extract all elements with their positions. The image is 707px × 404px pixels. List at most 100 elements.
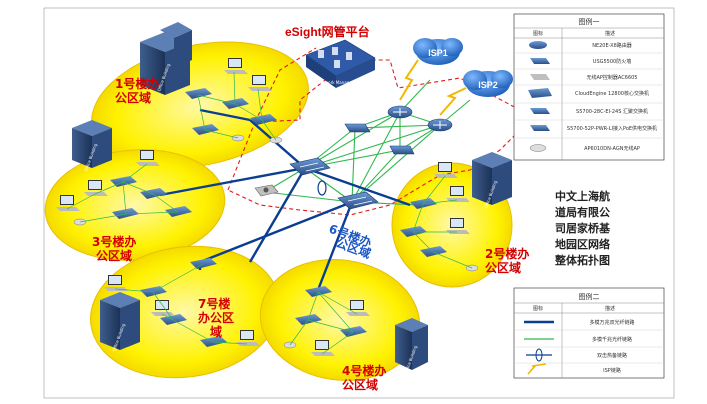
poe-switch-icon xyxy=(222,98,249,109)
isp1-cloud: ISP1 xyxy=(413,38,463,65)
router-icon xyxy=(427,118,453,132)
legend1-row: S5700-52P-PWR-LI接入PoE供电交换机 xyxy=(530,125,657,132)
esight-server: Network Management xyxy=(305,39,376,88)
pc-icon xyxy=(446,186,470,202)
isp1-label: ISP1 xyxy=(428,48,448,58)
access-switch-icon xyxy=(389,145,415,155)
zone7-label-line1: 7号楼 xyxy=(198,296,230,311)
zone2-devices xyxy=(400,152,512,272)
zone3-label-line2: 公区域 xyxy=(96,248,132,263)
legend2-row: ISP链路 xyxy=(527,363,621,375)
pc-icon xyxy=(248,75,272,91)
legend2-row: 双击热备链路 xyxy=(526,348,627,362)
title-line-3: 司居家桥基 xyxy=(555,221,611,235)
diagram-title: 中文上海航 道局有限公 司居家桥基 地园区网络 整体拓扑图 xyxy=(554,189,611,267)
pc-icon xyxy=(311,340,335,356)
legend-one: 图例一 图标 描述 NE20E-X8路由器 USG5500防火墙 无线AP控制器… xyxy=(513,13,665,161)
legend1-title: 图例一 xyxy=(579,17,600,26)
poe-switch-icon xyxy=(140,188,167,199)
title-line-2: 道局有限公 xyxy=(555,205,610,219)
legend1-row-desc: USG5500防火墙 xyxy=(593,58,631,65)
poe-switch-icon xyxy=(305,286,332,297)
legend2-row: 多模千兆光纤链路 xyxy=(524,336,632,343)
firewall-icon xyxy=(344,123,371,133)
legend1-row: USG5500防火墙 xyxy=(530,58,631,65)
zone4-devices xyxy=(283,286,428,370)
poe-switch-icon xyxy=(185,88,212,99)
building-icon xyxy=(72,120,112,168)
pc-icon xyxy=(434,162,458,178)
building-icon xyxy=(140,22,192,95)
legend2-row-desc: 多模千兆光纤链路 xyxy=(592,336,632,343)
building-icon xyxy=(100,292,140,350)
isp2-cloud: ISP2 xyxy=(463,70,513,97)
zone4-label-line1: 4号楼办 xyxy=(342,363,386,378)
zone7-label-line3: 域 xyxy=(210,324,222,339)
poe-switch-icon xyxy=(165,206,192,217)
isp2-link xyxy=(439,87,467,116)
zone7-label-line2: 办公区 xyxy=(198,310,234,325)
platform-label: eSight网管平台 xyxy=(285,24,370,39)
legend1-row-desc: S5700-28C-EI-24S 汇聚交换机 xyxy=(576,108,648,115)
legend1-row: 无线AP控制器AC6605 xyxy=(530,74,638,81)
legend1-row: CloudEngine 12800核心交换机 xyxy=(528,88,649,98)
trunk-links xyxy=(159,108,411,291)
zone4-label-line2: 公区域 xyxy=(342,377,378,392)
legend1-row-desc: AP6010DN-AGN无线AP xyxy=(584,145,640,152)
poe-switch-icon xyxy=(420,246,447,257)
isp1-link xyxy=(399,59,419,101)
zone3-devices xyxy=(56,120,192,226)
hotbackup-symbol xyxy=(317,180,327,196)
zone1-devices xyxy=(140,22,283,144)
zone2-label-line2: 公区域 xyxy=(485,260,521,275)
pc-icon xyxy=(346,300,370,316)
pc-icon xyxy=(84,180,108,196)
legend1-row-desc: NE20E-X8路由器 xyxy=(592,42,632,49)
management-link xyxy=(254,47,317,123)
title-line-4: 地园区网络 xyxy=(555,237,610,251)
poe-switch-icon xyxy=(192,124,219,135)
legend2-row-desc: 多模万兆双光纤链路 xyxy=(589,319,634,326)
legend1-row: S5700-28C-EI-24S 汇聚交换机 xyxy=(530,108,648,115)
title-line-5: 整体拓扑图 xyxy=(554,253,610,267)
legend-two: 图例二 图标 描述 多模万兆双光纤链路 多模千兆光纤链路 双击热备链路 ISP链… xyxy=(513,287,665,379)
server-label: Network Management xyxy=(318,80,363,85)
legend1-col-icon: 图标 xyxy=(533,30,543,37)
pc-icon xyxy=(224,58,248,74)
core-switch-icon xyxy=(337,191,379,210)
zone7-devices xyxy=(100,258,260,350)
legend2-col-icon: 图标 xyxy=(533,305,543,312)
zone1-label-line1: 1号楼办 xyxy=(115,76,159,91)
legend2-row: 多模万兆双光纤链路 xyxy=(524,319,635,326)
poe-switch-icon xyxy=(340,326,367,337)
core-switch-icon xyxy=(289,157,331,176)
isp2-label: ISP2 xyxy=(478,80,498,90)
zone1-label-line2: 公区域 xyxy=(115,90,151,105)
legend2-col-desc: 描述 xyxy=(605,305,615,312)
legend1-row: NE20E-X8路由器 xyxy=(529,41,632,49)
pc-icon xyxy=(136,150,160,166)
zone3-label-line1: 3号楼办 xyxy=(92,234,136,249)
legend2-title: 图例二 xyxy=(579,292,600,301)
legend1-row-desc: 无线AP控制器AC6605 xyxy=(587,74,638,81)
router-icon xyxy=(387,105,413,119)
ac-icon xyxy=(254,184,279,197)
building-icon xyxy=(472,152,512,205)
legend2-row-desc: 双击热备链路 xyxy=(597,352,627,359)
zone2-label-line1: 2号楼办 xyxy=(485,246,529,261)
legend2-row-desc: ISP链路 xyxy=(603,367,621,374)
legend1-row-desc: S5700-52P-PWR-LI接入PoE供电交换机 xyxy=(567,125,657,132)
legend1-row: AP6010DN-AGN无线AP xyxy=(529,144,640,152)
building-icon xyxy=(395,318,428,370)
legend1-col-desc: 描述 xyxy=(605,30,615,37)
pc-icon xyxy=(236,330,260,346)
pc-icon xyxy=(56,195,80,211)
core-devices xyxy=(254,105,453,210)
poe-switch-icon xyxy=(190,258,217,269)
poe-switch-icon xyxy=(112,208,139,219)
title-line-1: 中文上海航 xyxy=(555,189,610,203)
legend1-row-desc: CloudEngine 12800核心交换机 xyxy=(575,90,649,97)
pc-icon xyxy=(446,218,470,234)
